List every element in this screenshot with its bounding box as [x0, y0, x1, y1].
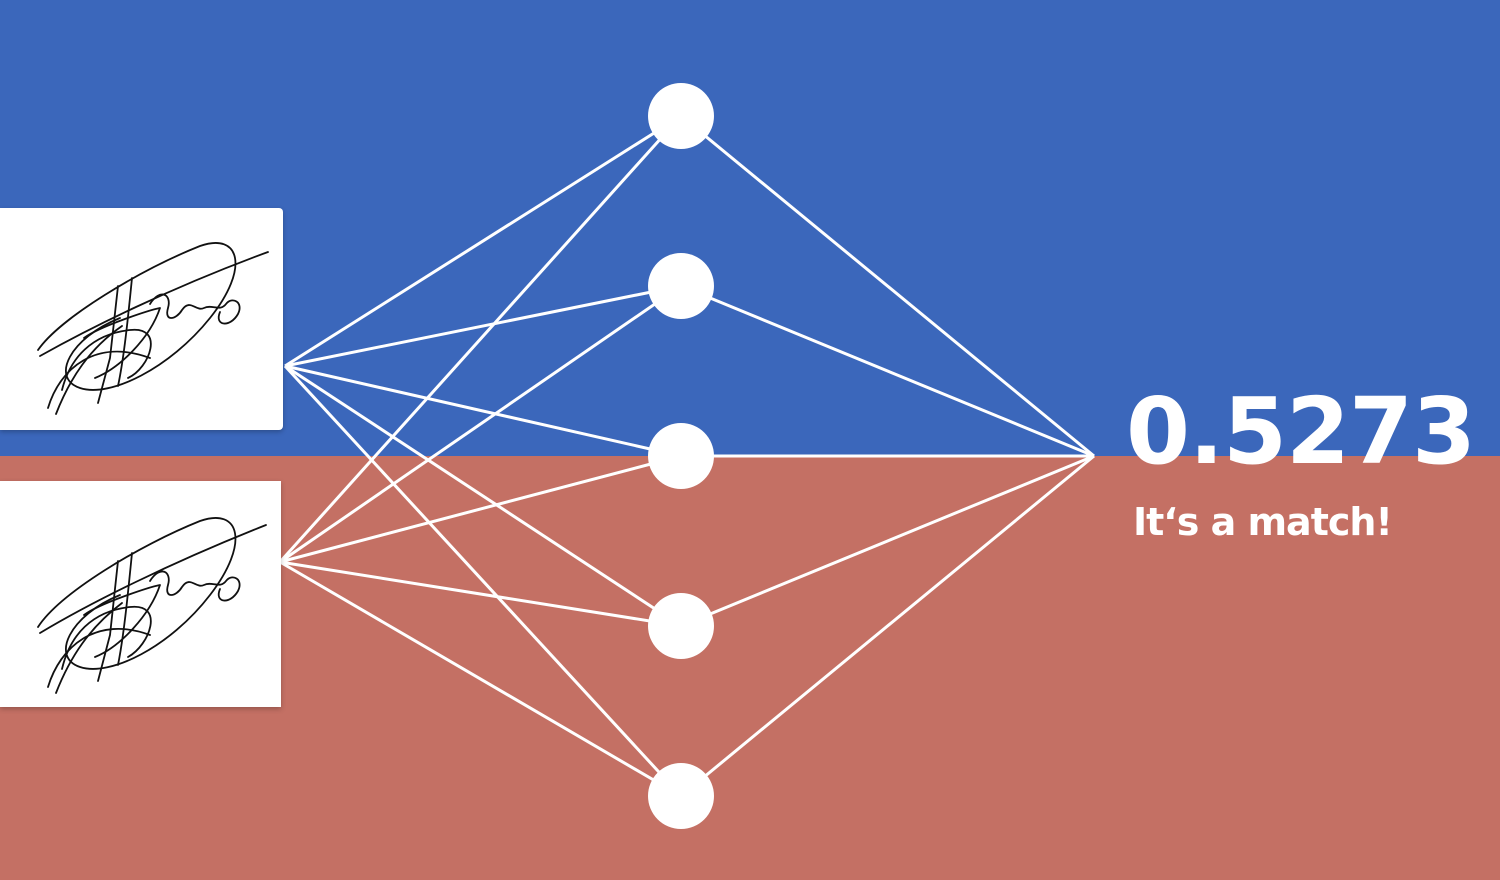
hidden-node-3 [648, 423, 714, 489]
hidden-node-2 [648, 253, 714, 319]
match-verdict: It‘s a match! [1133, 500, 1393, 544]
connection-input-2-hidden-3 [279, 454, 682, 564]
hidden-node-1 [648, 83, 714, 149]
connection-input-1-hidden-1 [284, 114, 682, 368]
connection-input-2-hidden-2 [279, 284, 682, 564]
hidden-node-4 [648, 593, 714, 659]
signature-card-query [0, 481, 281, 707]
connection-input-1-hidden-5 [283, 364, 683, 798]
signature-image [37, 242, 269, 415]
connection-input-1-hidden-4 [284, 364, 682, 628]
similarity-score: 0.5273 [1126, 378, 1476, 485]
connection-hidden-1-output [680, 114, 1095, 458]
connection-hidden-5-output [680, 454, 1095, 798]
signature-card-reference [0, 208, 283, 430]
connection-input-2-hidden-5 [279, 560, 682, 798]
connection-input-1-hidden-2 [284, 284, 682, 368]
signature-image [37, 517, 267, 694]
connection-input-1-hidden-3 [284, 364, 682, 458]
connection-hidden-2-output [680, 284, 1095, 458]
connection-input-2-hidden-1 [278, 114, 683, 564]
connection-hidden-4-output [680, 454, 1095, 628]
hidden-node-5 [648, 763, 714, 829]
connection-input-2-hidden-4 [279, 560, 682, 628]
